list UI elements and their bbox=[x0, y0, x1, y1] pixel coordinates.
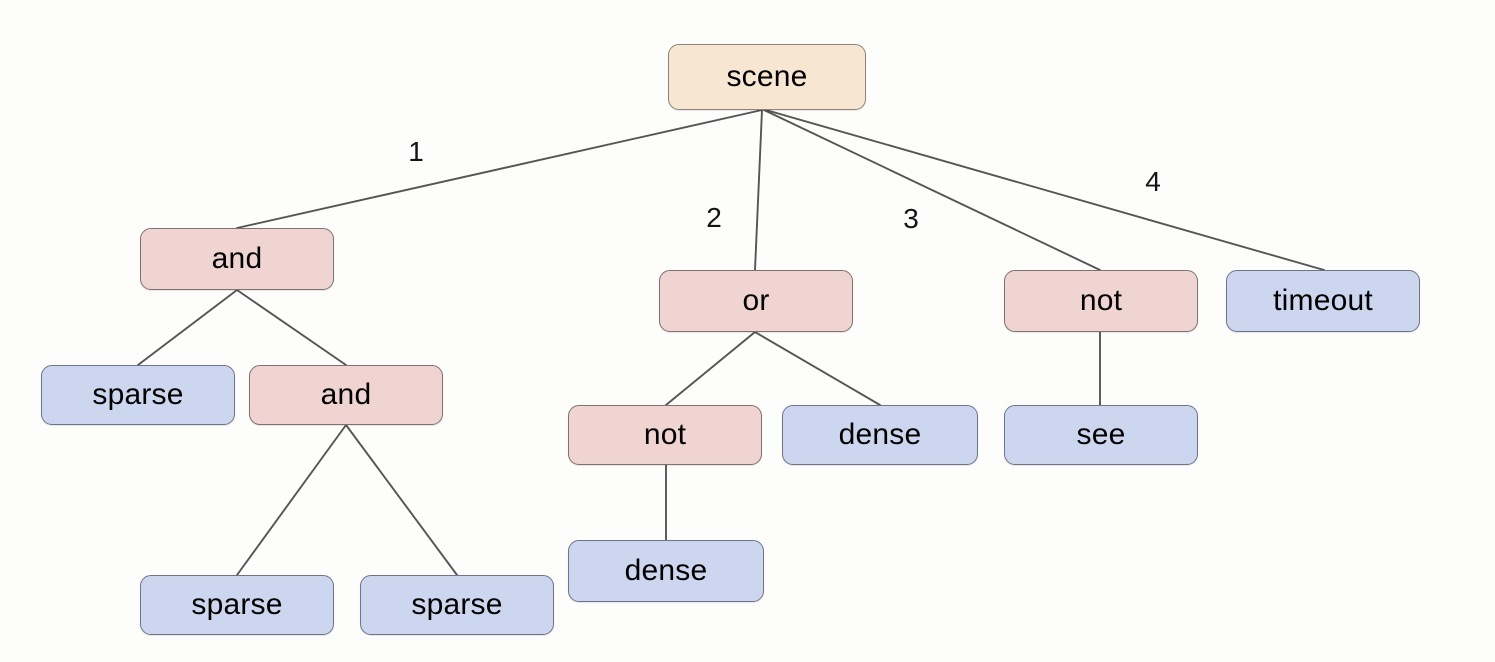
tree-node-see[interactable]: see bbox=[1004, 405, 1198, 465]
edge-label-2: 2 bbox=[706, 202, 722, 233]
tree-edge bbox=[345, 424, 458, 576]
tree-node-not2[interactable]: not bbox=[568, 405, 762, 465]
tree-edge bbox=[754, 331, 881, 406]
tree-node-sparse2[interactable]: sparse bbox=[140, 575, 334, 635]
tree-node-label: dense bbox=[624, 554, 708, 587]
tree-node-dense1[interactable]: dense bbox=[782, 405, 978, 465]
tree-node-sparse3[interactable]: sparse bbox=[360, 575, 554, 635]
edge-label-4: 4 bbox=[1145, 166, 1161, 197]
tree-node-label: see bbox=[1076, 418, 1126, 451]
tree-node-and2[interactable]: and bbox=[249, 365, 443, 425]
tree-node-not1[interactable]: not bbox=[1004, 270, 1198, 332]
tree-edge bbox=[236, 109, 763, 229]
tree-node-label: not bbox=[643, 418, 687, 451]
tree-node-label: sparse bbox=[92, 378, 184, 411]
tree-node-scene[interactable]: scene bbox=[668, 44, 866, 110]
tree-edge bbox=[754, 109, 763, 271]
tree-node-label: timeout bbox=[1273, 284, 1373, 317]
tree-edge bbox=[765, 109, 1325, 271]
tree-node-sparse1[interactable]: sparse bbox=[41, 365, 235, 425]
tree-node-label: sparse bbox=[191, 588, 283, 621]
tree-node-label: scene bbox=[726, 60, 808, 93]
tree-edge bbox=[137, 289, 238, 366]
tree-node-label: or bbox=[742, 284, 770, 317]
tree-node-or1[interactable]: or bbox=[659, 270, 853, 332]
edge-label-1: 1 bbox=[408, 136, 424, 167]
tree-node-label: dense bbox=[838, 418, 922, 451]
tree-edge bbox=[236, 424, 347, 576]
tree-node-label: and bbox=[320, 378, 372, 411]
tree-node-label: sparse bbox=[411, 588, 503, 621]
tree-node-timeout[interactable]: timeout bbox=[1226, 270, 1420, 332]
tree-node-label: and bbox=[211, 242, 263, 275]
tree-edge bbox=[763, 109, 1101, 271]
tree-edge bbox=[665, 331, 756, 406]
tree-node-and1[interactable]: and bbox=[140, 228, 334, 290]
edge-label-3: 3 bbox=[903, 203, 919, 234]
tree-edge bbox=[236, 289, 347, 366]
tree-node-dense2[interactable]: dense bbox=[568, 540, 764, 602]
tree-node-label: not bbox=[1079, 284, 1123, 317]
